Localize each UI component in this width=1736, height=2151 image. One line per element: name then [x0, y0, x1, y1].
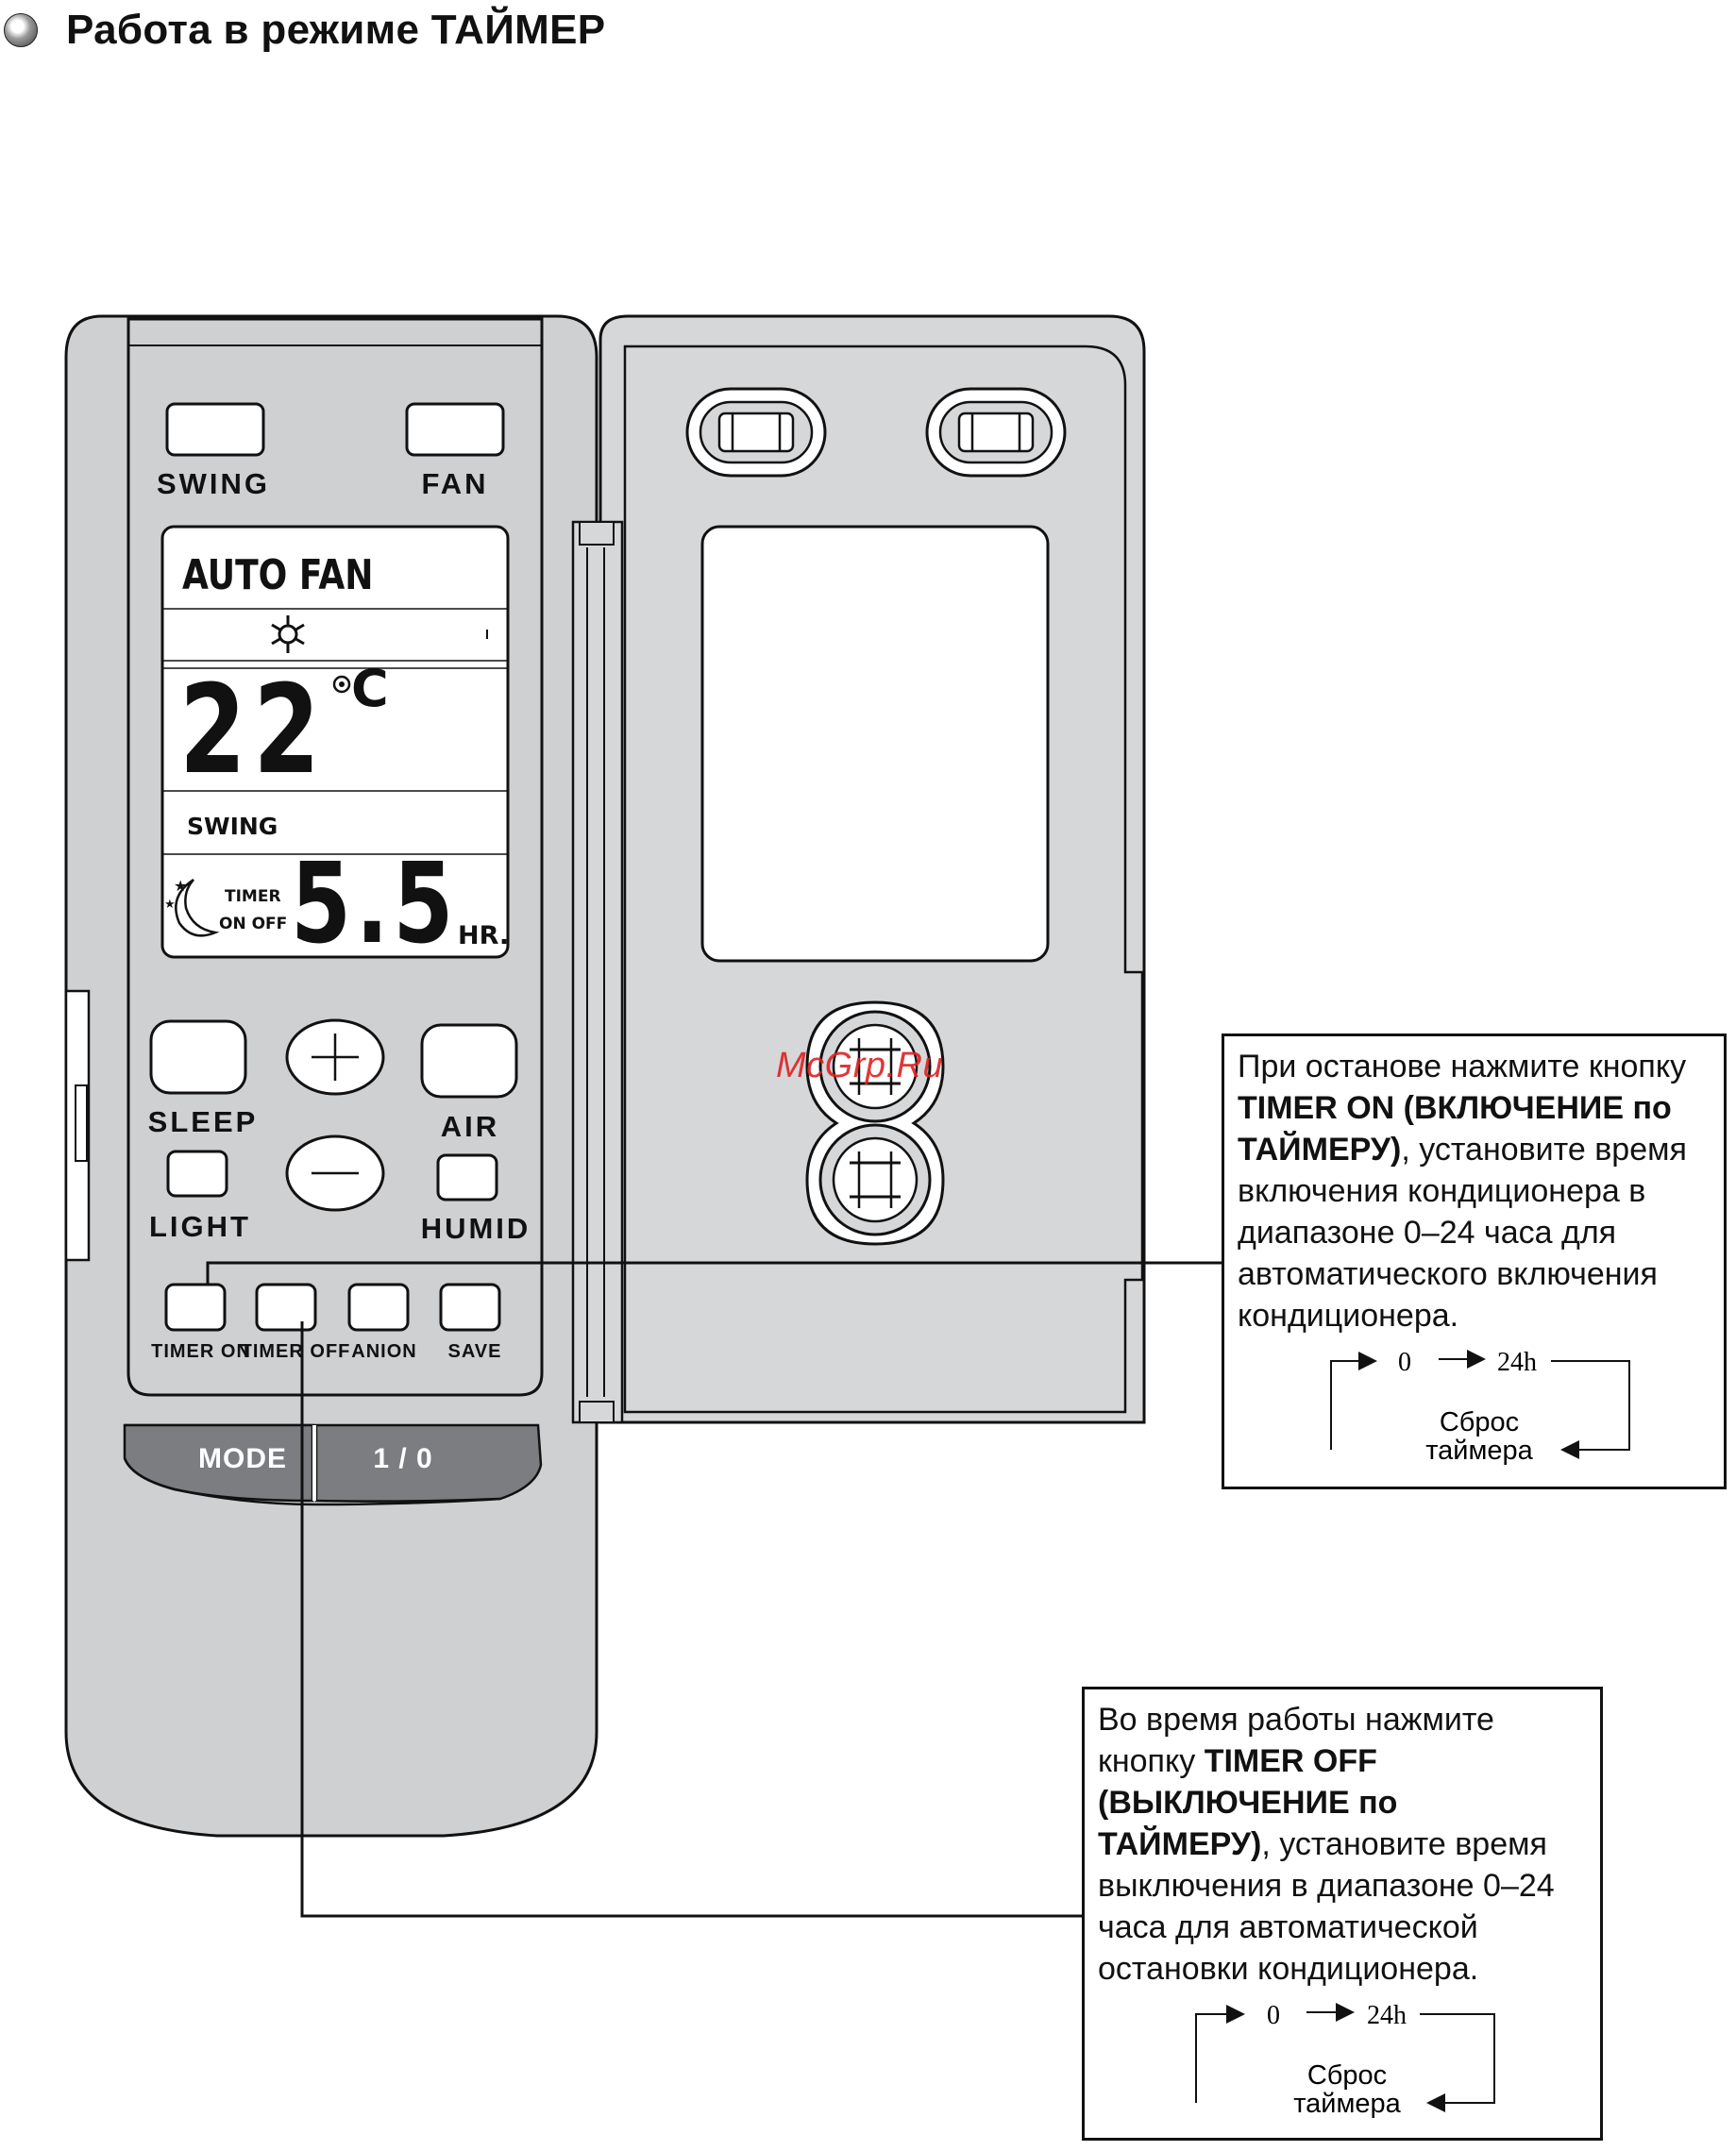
lcd-display: AUTO FAN 22 C SWING ★ ★ TIMER ON OFF 5.5… [160, 525, 510, 968]
cycle-on-start: 0 [1398, 1348, 1411, 1377]
lid-window [700, 525, 1050, 963]
note-off-line6: часа для автоматической [1098, 1909, 1478, 1945]
note-off-plain2: кнопку [1098, 1743, 1205, 1779]
svg-text:★: ★ [174, 877, 187, 895]
mode-label: MODE [198, 1443, 287, 1474]
note-on-rest2: , установите время [1401, 1132, 1687, 1168]
timer-cycle-diagram-off: 0 24h Сброс таймера [1085, 1999, 1600, 2141]
note-off-line7: остановки кондиционера. [1098, 1951, 1479, 1987]
lid-clip-left [685, 387, 827, 478]
cycle-off-end: 24h [1367, 2001, 1407, 2030]
cycle-off-reset2: таймера [1293, 2089, 1401, 2119]
moon-icon: ★ ★ [164, 877, 220, 937]
lid-figure8 [805, 1000, 945, 1246]
note-on-line4: диапазоне 0–24 часа для [1238, 1215, 1617, 1251]
lcd-swing-text: SWING [187, 813, 278, 840]
page-heading: Работа в режиме ТАЙМЕР [0, 0, 605, 60]
note-off-bold2: TIMER OFF [1204, 1743, 1377, 1779]
hinge [571, 520, 624, 1424]
cycle-on-reset2: таймера [1425, 1436, 1533, 1466]
timer-off-label: TIMER OFF [241, 1341, 351, 1362]
leader-line-timer-off [300, 1321, 1082, 1918]
cycle-on-reset1: Сброс [1440, 1407, 1519, 1437]
note-on-line5: автоматического включения [1238, 1256, 1658, 1292]
cycle-off-start: 0 [1267, 2001, 1280, 2030]
snowflake-icon [271, 615, 305, 653]
note-on-bold2: ТАЙМЕРУ) [1238, 1132, 1402, 1168]
sleep-button[interactable] [149, 1019, 247, 1095]
lcd-timer-unit: HR. [458, 921, 509, 950]
note-off-rest4: , установите время [1261, 1826, 1547, 1862]
air-button[interactable] [420, 1023, 518, 1099]
timer-off-button[interactable] [255, 1283, 317, 1332]
air-label: AIR [441, 1110, 499, 1143]
swing-label: SWING [157, 467, 270, 500]
sleep-label: SLEEP [148, 1105, 259, 1138]
leader-line-timer-on [206, 1261, 1222, 1285]
note-off-bold4: ТАЙМЕРУ) [1098, 1826, 1262, 1862]
lcd-timer-onoff: ON OFF [219, 915, 287, 933]
save-label: SAVE [448, 1341, 502, 1362]
lcd-timer-label: TIMER [225, 887, 281, 906]
fan-button[interactable] [405, 402, 505, 457]
lcd-temp-unit: C [351, 659, 389, 718]
light-button[interactable] [166, 1150, 228, 1198]
note-off-bold3: (ВЫКЛЮЧЕНИЕ по [1098, 1785, 1398, 1821]
note-on-line3: включения кондиционера в [1238, 1173, 1646, 1209]
note-off-line1: Во время работы нажмите [1098, 1702, 1494, 1738]
anion-button[interactable] [347, 1283, 410, 1332]
timer-cycle-diagram-on: 0 24h Сброс таймера [1224, 1346, 1724, 1487]
watermark: McGrp.Ru [776, 1046, 944, 1085]
swing-button[interactable] [165, 402, 265, 457]
cycle-off-reset1: Сброс [1307, 2060, 1387, 2091]
note-on-line1: При останове нажмите кнопку [1238, 1049, 1687, 1084]
timer-on-label: TIMER ON [151, 1341, 251, 1362]
cycle-on-end: 24h [1497, 1348, 1537, 1377]
light-label: LIGHT [149, 1210, 251, 1243]
humid-label: HUMID [421, 1212, 531, 1245]
lcd-mode-text: AUTO FAN [182, 552, 374, 599]
note-timer-off: Во время работы нажмите кнопку TIMER OFF… [1082, 1687, 1603, 2141]
lcd-timer-value: 5.5 [291, 839, 458, 968]
fan-label: FAN [422, 467, 489, 500]
page-title: Работа в режиме ТАЙМЕР [66, 7, 606, 53]
note-off-line5: выключения в диапазоне 0–24 [1098, 1868, 1555, 1904]
save-button[interactable] [439, 1283, 501, 1332]
timer-on-button[interactable] [164, 1283, 227, 1332]
humid-button[interactable] [436, 1153, 498, 1202]
note-on-bold1: TIMER ON (ВКЛЮЧЕНИЕ по [1238, 1090, 1672, 1126]
svg-text:★: ★ [164, 898, 176, 912]
bullet-icon [4, 13, 38, 47]
power-label: 1 / 0 [373, 1443, 432, 1474]
lcd-temperature: 22 [179, 660, 328, 802]
anion-label: ANION [351, 1341, 416, 1362]
lid-clip-right [925, 387, 1067, 478]
note-on-line6: кондиционера. [1238, 1298, 1459, 1334]
note-timer-on: При останове нажмите кнопку TIMER ON (ВК… [1222, 1033, 1727, 1489]
